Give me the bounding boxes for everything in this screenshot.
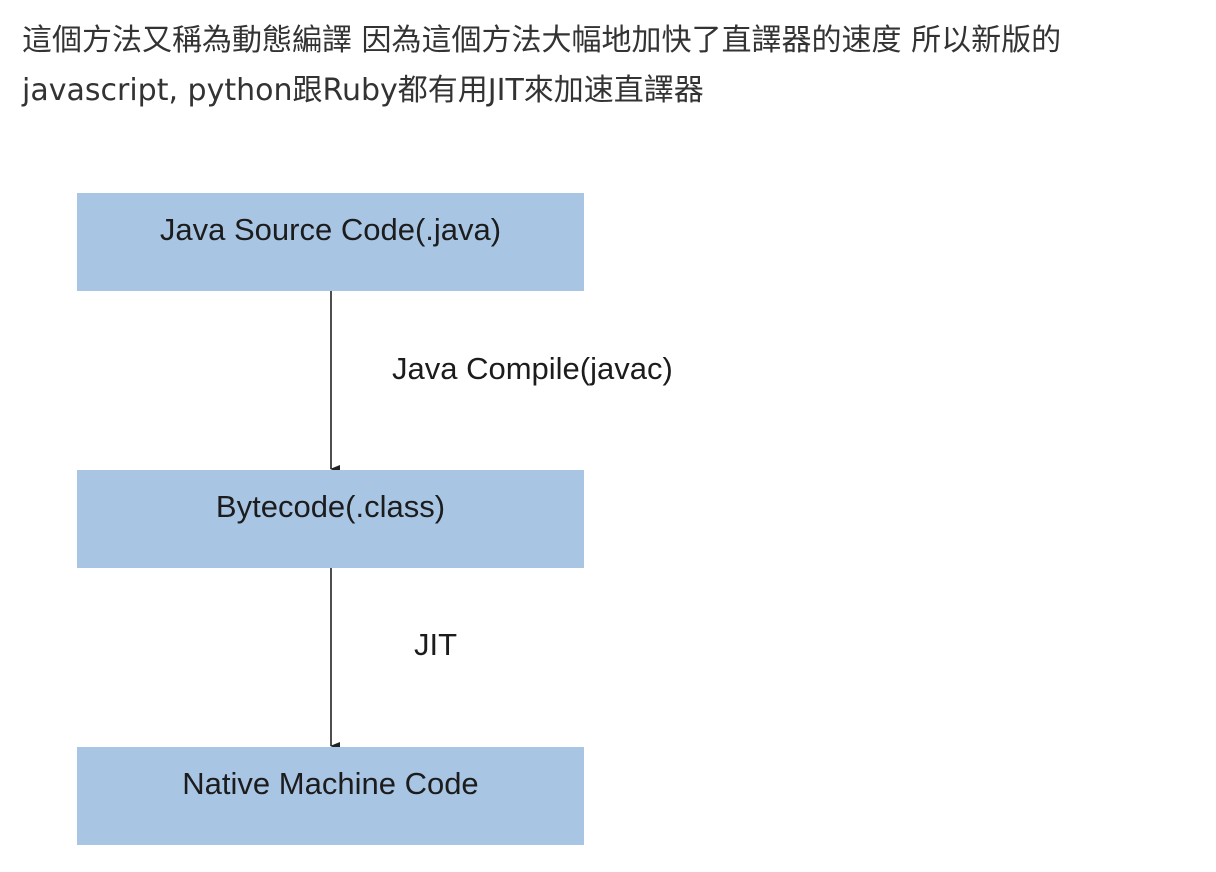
paragraph-line-2: javascript, python跟Ruby都有用JIT來加速直譯器	[22, 73, 704, 108]
node-label-bytecode: Bytecode(.class)	[215, 489, 446, 524]
paragraph-line-1: 這個方法又稱為動態編譯 因為這個方法大幅地加快了直譯器的速度 所以新版的	[22, 23, 1062, 58]
node-java-source-code: Java Source Code(.java)	[77, 193, 584, 291]
node-label-java-source-code: Java Source Code(.java)	[159, 212, 502, 247]
node-label-native-machine-code: Native Machine Code	[182, 766, 479, 801]
node-bytecode: Bytecode(.class)	[77, 470, 584, 568]
article-paragraph: 這個方法又稱為動態編譯 因為這個方法大幅地加快了直譯器的速度 所以新版的 jav…	[22, 16, 1202, 116]
node-native-machine-code: Native Machine Code	[77, 747, 584, 845]
edge-label-jit: JIT	[414, 627, 458, 662]
edge-label-java-compile: Java Compile(javac)	[392, 351, 673, 386]
